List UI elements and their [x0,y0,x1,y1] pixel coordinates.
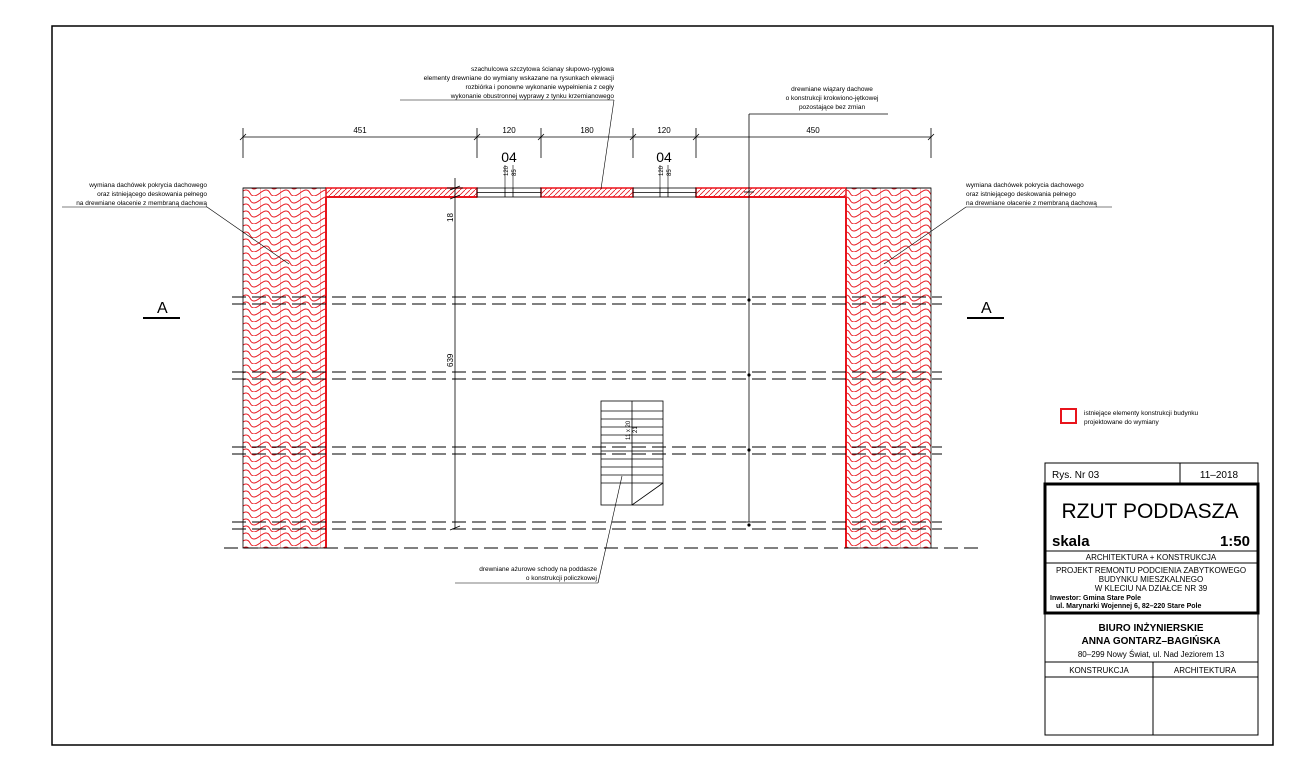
svg-text:A: A [981,300,992,317]
svg-text:projektowane do wymiany: projektowane do wymiany [1084,419,1160,426]
legend-swatch [1060,408,1077,424]
dim-451: 451 [353,126,367,135]
dim-18: 18 [446,213,455,222]
legend: istniejące elementy konstrukcji budynku … [1060,408,1199,426]
top-dimension-line [239,128,935,158]
svg-text:wykonanie obustronnej wyprawy: wykonanie obustronnej wyprawy z tynku kr… [450,93,615,100]
office-name-2: ANNA GONTARZ–BAGIŃSKA [1082,634,1221,647]
svg-text:na drewniane ołacenie z membra: na drewniane ołacenie z membraną dachową [966,200,1097,207]
window-mark-right: 04 [656,149,672,165]
col-construction: KONSTRUKCJA [1069,666,1129,675]
investor-line-1: Inwestor: Gmina Stare Pole [1050,595,1141,602]
window-left [476,187,542,198]
section-mark-right: A [967,300,1004,319]
svg-text:pozostające bez zmian: pozostające bez zmian [799,104,866,111]
svg-text:o konstrukcji krokwiono-jętkow: o konstrukcji krokwiono-jętkowej [786,95,879,102]
window-dim-right-1: 120 [659,165,665,176]
scale-value: 1:50 [1220,533,1250,550]
roof-tiles-left [242,187,327,549]
drawing-number: Rys. Nr 03 [1052,470,1100,481]
svg-text:na drewniane ołacenie z membra: na drewniane ołacenie z membraną dachową [76,200,207,207]
dim-120-right: 120 [657,126,671,135]
svg-text:oraz istniejącego deskowania p: oraz istniejącego deskowania pełnego [97,191,207,198]
note-roof-tiles-left: wymiana dachówek pokrycia dachowego oraz… [62,182,290,265]
drawing-date: 11–2018 [1200,470,1239,481]
note-gable-wall: szachulcowa szczytowa ścianay słupowo-ry… [400,66,615,190]
stair-dim-1: 11 x 20 [626,420,632,440]
project-line-2: BUDYNKU MIESZKALNEGO [1099,575,1203,584]
truss-leader-line [744,113,888,527]
dim-180: 180 [580,126,594,135]
office-name-1: BIURO INŻYNIERSKIE [1098,621,1203,634]
vertical-dimension [447,178,463,531]
svg-text:A: A [157,300,168,317]
note-roof-trusses: drewniane wiązary dachowe o konstrukcji … [786,86,879,111]
svg-text:drewniane wiązary dachowe: drewniane wiązary dachowe [791,86,873,93]
project-line-1: PROJEKT REMONTU PODCIENIA ZABYTKOWEGO [1056,566,1246,575]
window-dim-left-1: 120 [504,165,510,176]
window-right [632,187,697,198]
window-mark-left: 04 [501,149,517,165]
svg-text:wymiana dachówek pokrycia dach: wymiana dachówek pokrycia dachowego [88,182,207,189]
roof-tiles-right [845,187,932,549]
svg-text:wymiana dachówek pokrycia dach: wymiana dachówek pokrycia dachowego [965,182,1084,189]
svg-text:o konstrukcji policzkowej: o konstrukcji policzkowej [526,575,597,582]
walls-to-replace [325,187,847,548]
title-block [1043,462,1260,736]
svg-text:istniejące elementy konstrukcj: istniejące elementy konstrukcji budynku [1084,410,1199,417]
drawing-title: RZUT PODDASZA [1062,500,1239,523]
stair-dim-2: 21 [633,426,639,433]
note-stairs: drewniane ażurowe schody na poddasze o k… [455,475,623,584]
svg-text:rozbiórka i ponowne wykonanie: rozbiórka i ponowne wykonanie wypełnieni… [465,84,614,91]
svg-text:szachulcowa szczytowa ścianay: szachulcowa szczytowa ścianay słupowo-ry… [471,66,614,73]
scale-label: skala [1052,533,1090,550]
investor-line-2: ul. Marynarki Wojennej 6, 82–220 Stare P… [1056,603,1201,610]
sheet-frame [51,25,1274,746]
section-mark-left: A [143,300,180,319]
svg-text:elementy drewniane do wymiany: elementy drewniane do wymiany wskazane n… [424,75,614,82]
note-roof-tiles-right: wymiana dachówek pokrycia dachowego oraz… [883,182,1112,265]
project-line-3: W KLECIU NA DZIAŁCE NR 39 [1095,584,1208,593]
dim-450: 450 [806,126,820,135]
svg-text:oraz istniejącego deskowania p: oraz istniejącego deskowania pełnego [966,191,1076,198]
window-dim-left-2: 85 [512,169,518,176]
branch: ARCHITEKTURA + KONSTRUKCJA [1086,553,1217,562]
dim-639: 639 [446,353,455,367]
col-architecture: ARCHITEKTURA [1174,666,1237,675]
office-address: 80–299 Nowy Świat, ul. Nad Jeziorem 13 [1078,650,1225,659]
roof-beams [224,296,982,549]
dim-120-left: 120 [502,126,516,135]
svg-text:drewniane ażurowe schody na po: drewniane ażurowe schody na poddasze [479,566,597,573]
stairs [600,400,664,506]
window-dim-right-2: 85 [667,169,673,176]
